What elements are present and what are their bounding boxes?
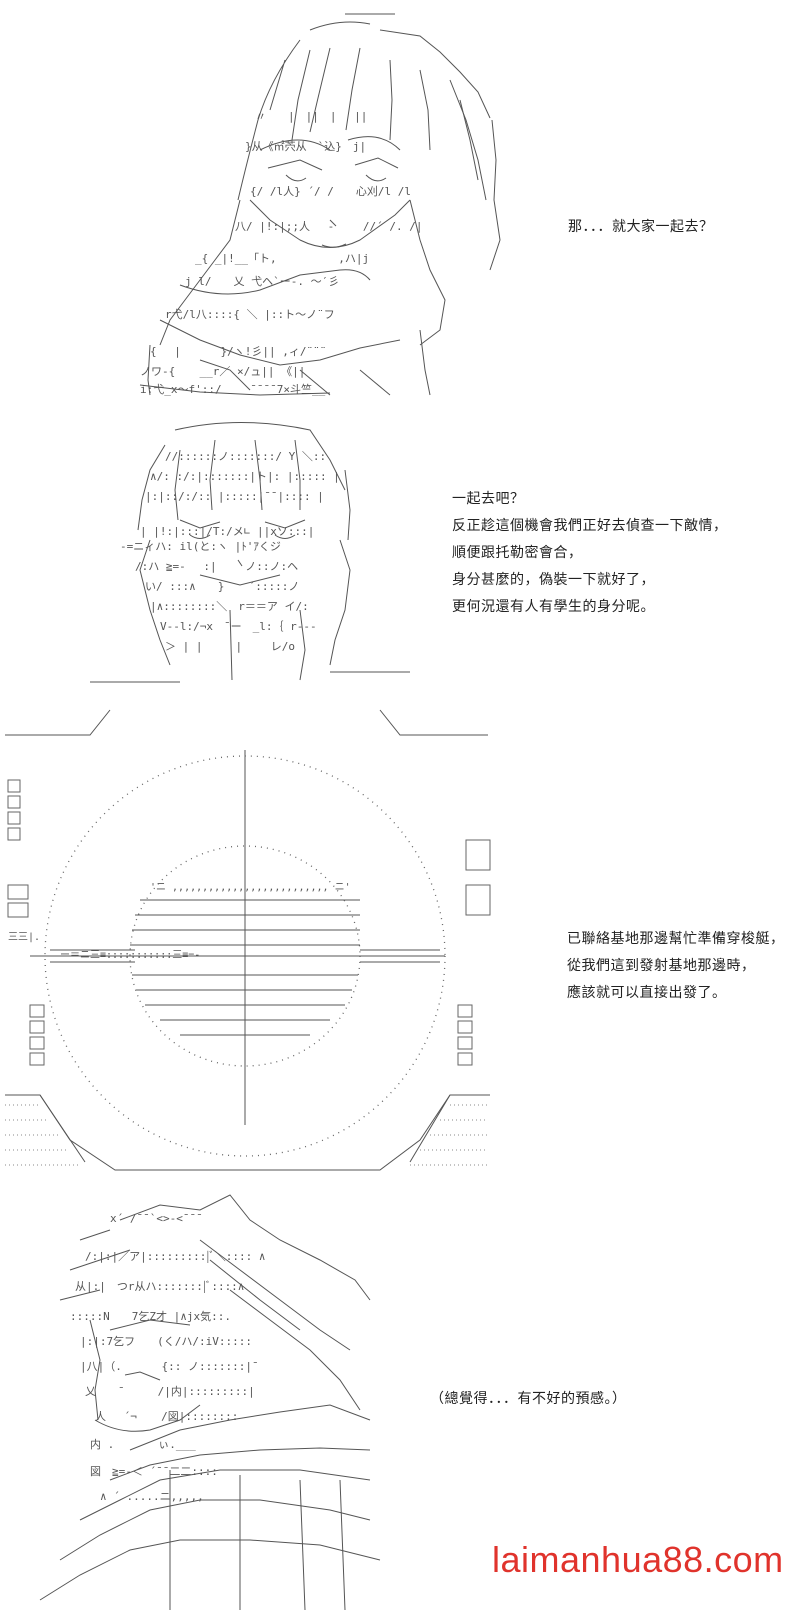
panel-4-dialogue: （總覺得．．．有不好的預感。） [430, 1386, 627, 1413]
svg-text:|∧::::::::＼ r＝＝ア イ/:: |∧::::::::＼ r＝＝ア イ/: [150, 600, 309, 613]
svg-text:|八|（. {:: ノ:::::::|¯: |八|（. {:: ノ:::::::|¯ [80, 1360, 259, 1373]
dialogue-line: 應該就可以直接出發了。 [567, 985, 727, 1001]
dialogue-line: 反正趁這個機會我們正好去偵查一下敵情， [452, 518, 728, 534]
svg-text:{/ /l人} ´/ / 心刈/l /l: {/ /l人} ´/ / 心刈/l /l [250, 185, 411, 198]
svg-text:八/ |!:|;;人 - //´ /. /|: 八/ |!:|;;人 - //´ /. /| [235, 220, 422, 233]
panel-3: 三三|. 'ニ ,,,,,,,,,,,,,,,,,,,,,,,,,, ニ' ー＝… [0, 700, 800, 1180]
boy-profile-ascii-art: x´ /¯¯`<>-<¯¯¯ /:|:|／ア|:::::::::|ﾞ＼:::: … [0, 1180, 420, 1612]
svg-text:j l/ 乂 弋ヘ`ー-. ～′彡: j l/ 乂 弋ヘ`ー-. ～′彡 [185, 275, 339, 288]
panel-1-dialogue: 那．．．就大家一起去？ [568, 214, 714, 241]
dialogue-line: （總覺得．．．有不好的預感。） [430, 1391, 627, 1407]
svg-text:r弋/l八::::{ ＼ |::ト～ノ¨フ: r弋/l八::::{ ＼ |::ト～ノ¨フ [165, 308, 335, 321]
panel-1: 〃 | || | || }从《㎡茓从 `込} j| {/ /l人} ´/ / 心… [0, 0, 800, 410]
svg-text::::::N 7乞Z才 |∧jx気::.: :::::N 7乞Z才 |∧jx気::. [70, 1309, 231, 1323]
panel-2-dialogue: 一起去吧？ 反正趁這個機會我們正好去偵查一下敵情， 順便跟托勒密會合， 身分甚麼… [452, 486, 728, 621]
girl-long-hair-ascii-art: //::::::ノ:::::::/ Y ＼:: ∧/: :/:|:::::::|… [0, 410, 520, 700]
svg-text:}从《㎡茓从 `込} j|: }从《㎡茓从 `込} j| [245, 140, 366, 153]
dialogue-line: 身分甚麼的，偽裝一下就好了， [452, 572, 655, 588]
dialogue-line: 從我們這到發射基地那邊時， [567, 958, 756, 974]
girl-reaching-ascii-art: 〃 | || | || }从《㎡茓从 `込} j| {/ /l人} ´/ / 心… [0, 0, 520, 410]
svg-text://::::::ノ:::::::/ Y ＼::: //::::::ノ:::::::/ Y ＼:: [165, 450, 326, 463]
svg-text:＞ | | | レ/o: ＞ | | | レ/o [165, 640, 295, 653]
watermark: laimanhua88.com [492, 1539, 784, 1580]
svg-text:∧/: :/:|:::::::|ト|: |::::: |: ∧/: :/:|:::::::|ト|: |::::: | [150, 470, 340, 483]
dialogue-line: 一起去吧？ [452, 491, 525, 507]
svg-text:{ | }/ヽ!彡|| ,ィ/¨¨¨: { | }/ヽ!彡|| ,ィ/¨¨¨ [150, 345, 326, 358]
dialogue-line: 更何況還有人有學生的身分呢。 [452, 599, 655, 615]
svg-text:|:|::/:/:: |:::::|¯¯|:::: |: |:|::/:/:: |:::::|¯¯|:::: | [145, 490, 324, 503]
svg-text:図 ≧=-＜ ´¯¯二二::::: 図 ≧=-＜ ´¯¯二二:::: [90, 1465, 218, 1478]
dialogue-line: 已聯絡基地那邊幫忙準備穿梭艇， [567, 931, 785, 947]
panel-4: x´ /¯¯`<>-<¯¯¯ /:|:|／ア|:::::::::|ﾞ＼:::: … [0, 1180, 800, 1612]
svg-text:_{ _|!__「ト, ,ハ|j: _{ _|!__「ト, ,ハ|j [195, 252, 369, 265]
crosshair-scope-ascii-art: 三三|. 'ニ ,,,,,,,,,,,,,,,,,,,,,,,,,, ニ' ー＝… [0, 700, 500, 1180]
dialogue-line: 順便跟托勒密會合， [452, 545, 583, 561]
svg-text:'ニ ,,,,,,,,,,,,,,,,,,,,,,,,,,: 'ニ ,,,,,,,,,,,,,,,,,,,,,,,,,, ニ' [150, 882, 351, 893]
svg-text:内 . ぃ.___: 内 . ぃ.___ [90, 1437, 196, 1451]
svg-text:/:|:|／ア|:::::::::|ﾞ＼:::: ∧: /:|:|／ア|:::::::::|ﾞ＼:::: ∧ [85, 1250, 266, 1263]
svg-text:-=ニィハ: il(と:ヽ |ﾄ'ｱくジ: -=ニィハ: il(と:ヽ |ﾄ'ｱくジ [120, 540, 281, 553]
svg-text:V--l:/¬x ¯ー _l:｛ r---: V--l:/¬x ¯ー _l:｛ r--- [160, 620, 317, 633]
panel-3-dialogue: 已聯絡基地那邊幫忙準備穿梭艇， 從我們這到發射基地那邊時， 應該就可以直接出發了… [567, 926, 785, 1007]
svg-text:x´ /¯¯`<>-<¯¯¯: x´ /¯¯`<>-<¯¯¯ [110, 1212, 203, 1225]
svg-text:i:弋_x～f'::/ ¯¯¯¯7×斗竺__: i:弋_x～f'::/ ¯¯¯¯7×斗竺__ [140, 382, 326, 396]
svg-text:∧ ´ .....ニ,,,,,: ∧ ´ .....ニ,,,,, [100, 1490, 204, 1503]
svg-text:| |!:|:::|/T:/メ∟ ||xソ:::|: | |!:|:::|/T:/メ∟ ||xソ:::| [140, 525, 314, 538]
svg-text:ノワ-{ __r／ ×/ュ|| 《||: ノワ-{ __r／ ×/ュ|| 《|| [140, 365, 305, 378]
svg-text:三三|.: 三三|. [8, 932, 40, 943]
svg-text:ー＝ニ三≡:::::::::::三≡=-: ー＝ニ三≡:::::::::::三≡=- [60, 950, 200, 961]
panel-2: //::::::ノ:::::::/ Y ＼:: ∧/: :/:|:::::::|… [0, 410, 800, 700]
svg-text:乂 ¯ /|内|:::::::::|: 乂 ¯ /|内|:::::::::| [85, 1384, 255, 1398]
svg-text:〃 | || | ||: 〃 | || | || [255, 110, 367, 123]
svg-text:|:|:7乞フ (く/ハ/:iV:::::: |:|:7乞フ (く/ハ/:iV::::: [80, 1334, 252, 1348]
dialogue-line: 那．．．就大家一起去？ [568, 219, 714, 235]
svg-text:い/ :::∧ } ´:::::ノ: い/ :::∧ } ´:::::ノ [145, 580, 299, 593]
svg-text:从|:| つr从ハ:::::::|ﾞ::::∧: 从|:| つr从ハ:::::::|ﾞ::::∧ [75, 1280, 244, 1293]
svg-text:/:ハ ≧=- :| ノ::ノ:ヘ: /:ハ ≧=- :| ノ::ノ:ヘ [135, 560, 298, 573]
svg-text:人 ´¬ /図|::::::::: 人 ´¬ /図|:::::::: [95, 1410, 238, 1423]
